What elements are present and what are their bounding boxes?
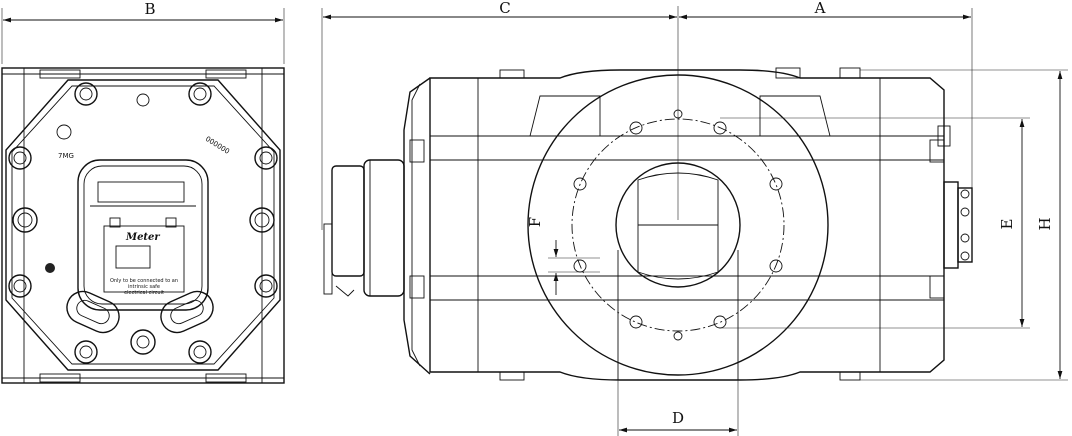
port-right	[160, 290, 214, 334]
lcd-display	[115, 245, 151, 269]
dimension-d-label: D	[672, 409, 684, 427]
dimension-b: B	[1, 0, 285, 64]
dimension-b-label: B	[144, 0, 155, 18]
bolt-circle	[571, 118, 785, 332]
meter-body	[429, 69, 945, 381]
badge-text: 7MG	[58, 152, 74, 160]
octagon-flange	[5, 79, 281, 371]
counter-window	[97, 181, 185, 203]
inlet-bore	[615, 162, 741, 288]
brand-logo: Meter	[125, 232, 160, 243]
dimension-e: E	[720, 117, 1030, 329]
flange-bolts-side	[960, 189, 970, 261]
flange-holes	[573, 109, 783, 341]
dimension-c: C	[321, 0, 677, 230]
front-view: 7MG 000000 Meter Only to be connected to…	[1, 67, 285, 384]
warning-line-3: electrical circuit	[124, 290, 164, 296]
register-housing	[77, 159, 209, 311]
badge-icon	[56, 124, 72, 140]
dimension-h: H	[860, 69, 1068, 381]
dimension-c-label: C	[499, 0, 510, 17]
dimension-h-label: H	[1036, 217, 1054, 230]
lcd-module	[103, 225, 185, 293]
flange-ring	[527, 74, 829, 376]
serial-number: 000000	[204, 135, 231, 156]
dimension-a-label: A	[814, 0, 826, 17]
dimension-f: F	[526, 217, 600, 295]
dimension-d: D	[617, 380, 739, 436]
side-view	[323, 67, 973, 381]
dimension-e-label: E	[998, 219, 1016, 230]
dimension-a: A	[679, 0, 973, 188]
dimension-f-label: F	[526, 217, 544, 227]
warning-line-2: intrinsic safe	[128, 284, 160, 290]
warning-line-1: Only to be connected to an	[110, 278, 178, 284]
flange-bolts	[8, 82, 278, 364]
port-left	[66, 290, 120, 334]
